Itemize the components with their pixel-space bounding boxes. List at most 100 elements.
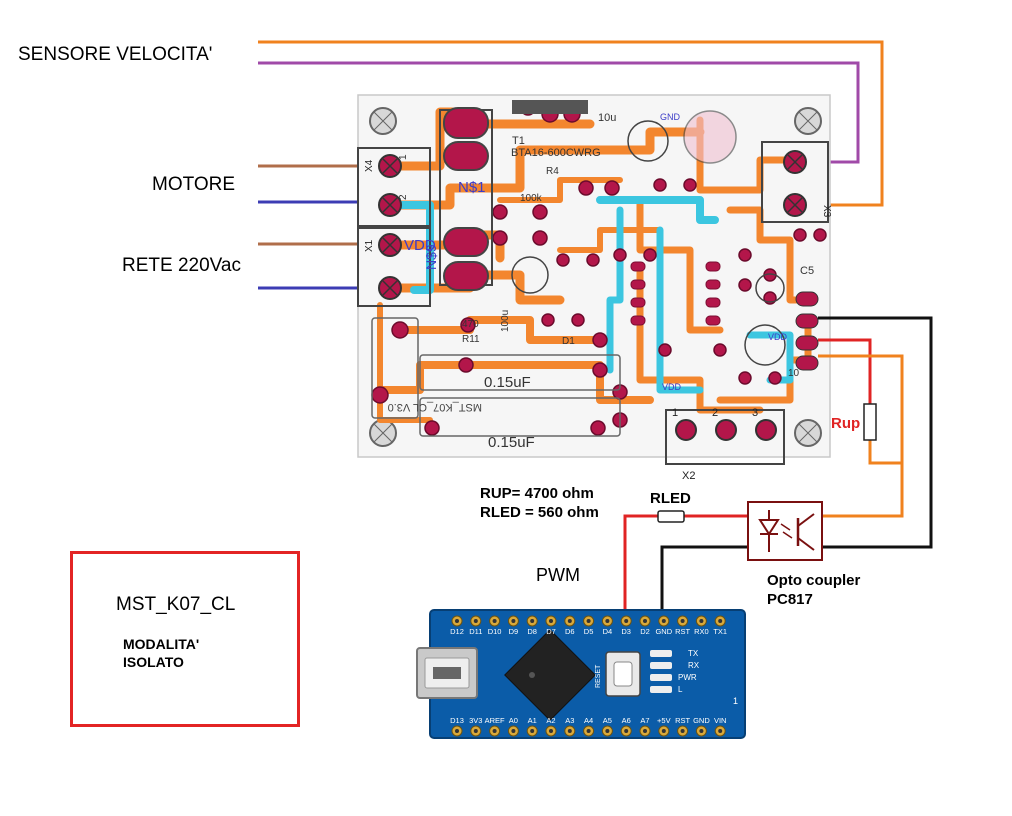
pcb-470-label: 470 (462, 319, 479, 330)
mode-line-2: ISOLATO (123, 654, 184, 670)
pcb-ns9-label: N$9 (423, 244, 439, 270)
arduino-pin-hole (605, 619, 610, 623)
module-name-label: MST_K07_CL (116, 594, 236, 615)
pcb-ns1-label: N$1 (458, 179, 486, 196)
arduino-pin-hole (473, 619, 478, 623)
pcb-vdd3-label: VDD (768, 332, 788, 342)
led-rx-label: RX (688, 661, 700, 670)
reset-button (605, 651, 641, 697)
pcb-x4-label: X2 (682, 470, 695, 482)
arduino-pin-hole (455, 729, 459, 733)
pcb-10u-label: 10u (598, 112, 616, 124)
arduino-leds (650, 650, 672, 693)
motor-label: MOTORE (152, 174, 236, 195)
led-pwr-label: PWR (678, 673, 697, 682)
pcb-pin2-label: 2 (398, 194, 409, 200)
arduino-pin-label: RST (675, 716, 690, 725)
arduino-pin-hole (680, 619, 685, 623)
arduino-pin-label: GND (655, 627, 672, 636)
arduino-pin-label: A1 (528, 716, 537, 725)
atmega-chip (504, 629, 596, 721)
arduino-pin-hole (586, 619, 591, 623)
opto-label-2: PC817 (767, 591, 813, 608)
arduino-pin-label: RST (675, 627, 690, 636)
arduino-pin-hole (530, 619, 535, 623)
optocoupler-pc817 (747, 501, 823, 561)
arduino-pin-hole (567, 729, 572, 733)
pcb-x4-pin-1: 1 (672, 407, 678, 419)
arduino-pin-hole (680, 729, 685, 733)
arduino-pin-hole (492, 619, 497, 623)
pcb-vdd-label: VDD (404, 237, 436, 254)
pcb-100k-label: 100k (520, 193, 543, 204)
arduino-pin-label: 3V3 (469, 716, 482, 725)
arduino-pin-label: D3 (621, 627, 631, 636)
film-caps (371, 317, 621, 437)
arduino-pin-hole (718, 729, 723, 733)
sensor-orange-wire (258, 40, 884, 207)
arduino-pin-label: D8 (527, 627, 537, 636)
pcb-x1-label: X1 (364, 239, 375, 252)
rup-resistor (863, 403, 877, 441)
arduino-pin-hole (699, 619, 704, 623)
pcb-pin1-label: 1 (398, 154, 409, 160)
arduino-pin-label: D7 (546, 627, 556, 636)
gnd-black-wire (818, 316, 933, 549)
arduino-pin-label: A2 (546, 716, 555, 725)
arduino-pin-hole (643, 729, 647, 733)
pcb-r4-label: R4 (546, 166, 559, 177)
sensor-purple-wire (258, 61, 860, 164)
pcb-d1-label: D1 (562, 336, 575, 347)
arduino-pin-label: D5 (584, 627, 594, 636)
pcb-x4-pin-2: 2 (712, 407, 718, 419)
pcb-100u-label: 100u (500, 310, 511, 332)
arduino-pin-hole (511, 729, 516, 733)
arduino-pin-label: A0 (509, 716, 518, 725)
pcb-triac-label: BTA16-600CWRG (511, 147, 601, 159)
arduino-pin-hole (549, 729, 553, 733)
rled-resistor (657, 510, 685, 523)
rup-label: Rup (831, 415, 861, 432)
arduino-pin-label: AREF (485, 716, 505, 725)
arduino-pin-hole (567, 619, 572, 623)
pcb-x4-pin-3: 3 (752, 407, 758, 419)
arduino-pin-label: +5V (657, 716, 671, 725)
arduino-pin-label: D13 (450, 716, 464, 725)
led-tx-label: TX (688, 649, 699, 658)
arduino-pin-hole (549, 619, 553, 623)
arduino-pin-label: D4 (603, 627, 613, 636)
arduino-pin-label: RX0 (694, 627, 709, 636)
arduino-pin-label: VIN (714, 716, 727, 725)
pcb-cap2-label: 0.15uF (488, 434, 535, 451)
connector-x2 (357, 147, 431, 227)
d3-red-wire (623, 514, 658, 622)
arduino-pin-hole (530, 729, 535, 733)
arduino-pin-hole (473, 729, 478, 733)
ic-pad-rows (630, 261, 721, 326)
reset-label: RESET (595, 664, 602, 688)
opto-orange-wire (822, 463, 904, 518)
arduino-pin-label: D12 (450, 627, 464, 636)
arduino-pin-hole (624, 619, 629, 623)
triac-t1 (439, 100, 588, 291)
arduino-pin-label: A6 (622, 716, 631, 725)
speed-sensor-wires (258, 40, 884, 207)
arduino-top-pin-row (451, 615, 726, 627)
mounting-holes (369, 107, 822, 447)
pin-one-label: 1 (733, 696, 738, 706)
arduino-pin-label: A4 (584, 716, 593, 725)
arduino-pin-label: D11 (469, 627, 482, 636)
opto-label-1: Opto coupler (767, 572, 861, 589)
arduino-pin-label: D6 (565, 627, 575, 636)
mains-label: RETE 220Vac (122, 255, 241, 276)
arduino-pin-hole (624, 729, 629, 733)
pcb-vdd2-label: VDD (662, 382, 682, 392)
isolated-mode-box (70, 551, 300, 727)
connector-x1 (357, 227, 431, 307)
arduino-pin-label: GND (693, 716, 710, 725)
pcb-labels: X4 X1 X3 X2 1 2 3 BTA16-600CWRG T1 10u 1… (364, 112, 832, 482)
arduino-pin-hole (511, 619, 516, 623)
